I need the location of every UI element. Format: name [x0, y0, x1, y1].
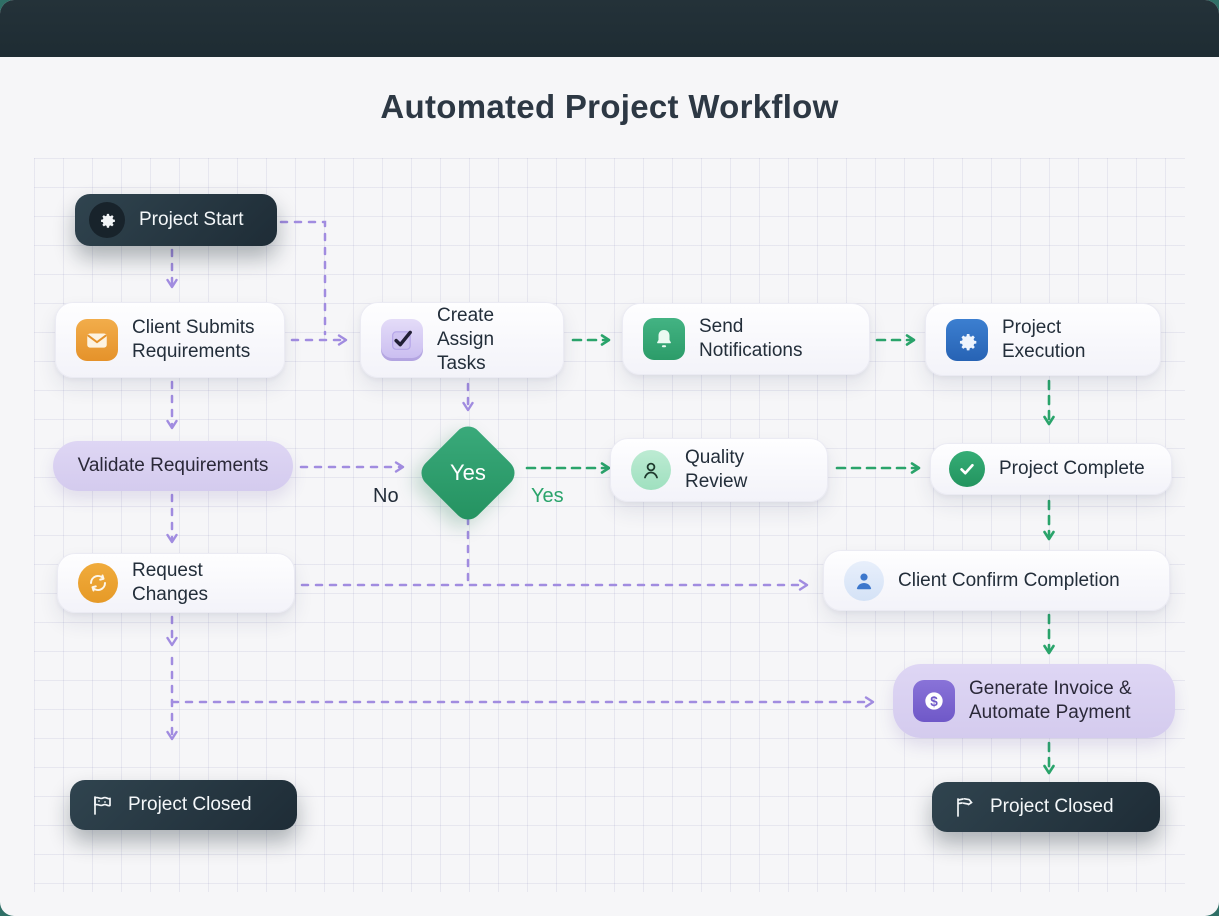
- person-outline-icon: [631, 450, 671, 490]
- node-project-complete: Project Complete: [930, 443, 1172, 495]
- node-decision-diamond: Yes: [416, 421, 521, 526]
- node-send-notifications: Send Notifications: [622, 303, 870, 375]
- node-quality-review: Quality Review: [610, 438, 828, 502]
- node-project-start: Project Start: [75, 194, 277, 246]
- dollar-icon: $: [913, 680, 955, 722]
- node-label: Project Closed: [990, 795, 1114, 819]
- node-project-closed-left: Project Closed: [70, 780, 297, 830]
- node-label: Create Assign Tasks: [437, 304, 543, 375]
- node-label: Project Closed: [128, 793, 252, 817]
- gear-icon: [946, 319, 988, 361]
- node-client-submits: Client Submits Requirements: [55, 302, 285, 378]
- node-project-execution: Project Execution: [925, 303, 1161, 376]
- decision-label: Yes: [450, 460, 486, 486]
- flag-icon: [90, 793, 114, 817]
- edge-label-no: No: [373, 485, 399, 508]
- node-label: Quality Review: [685, 446, 807, 494]
- edge-label-yes: Yes: [531, 485, 564, 508]
- svg-text:$: $: [930, 694, 938, 709]
- person-icon: [844, 561, 884, 601]
- check-circle-icon: [949, 451, 985, 487]
- node-generate-invoice: $ Generate Invoice & Automate Payment: [893, 664, 1175, 738]
- node-client-confirm-completion: Client Confirm Completion: [823, 550, 1170, 611]
- bell-icon: [643, 318, 685, 360]
- node-label: Project Execution: [1002, 316, 1140, 364]
- node-label: Project Complete: [999, 457, 1145, 481]
- top-bar: [0, 0, 1219, 57]
- checkbox-icon: [381, 319, 423, 361]
- node-validate-requirements: Validate Requirements: [53, 441, 293, 491]
- node-label: Client Confirm Completion: [898, 569, 1120, 593]
- node-request-changes: Request Changes: [57, 553, 295, 613]
- node-label: Send Notifications: [699, 315, 849, 363]
- node-label: Validate Requirements: [78, 454, 269, 478]
- refresh-icon: [78, 563, 118, 603]
- node-label: Client Submits Requirements: [132, 316, 264, 364]
- envelope-icon: [76, 319, 118, 361]
- flag-icon: [952, 795, 976, 819]
- gear-icon: [89, 202, 125, 238]
- node-label: Generate Invoice & Automate Payment: [969, 677, 1155, 725]
- node-label: Request Changes: [132, 559, 274, 607]
- page-title: Automated Project Workflow: [0, 88, 1219, 126]
- node-label: Project Start: [139, 208, 244, 232]
- node-create-assign-tasks: Create Assign Tasks: [360, 302, 564, 378]
- node-project-closed-right: Project Closed: [932, 782, 1160, 832]
